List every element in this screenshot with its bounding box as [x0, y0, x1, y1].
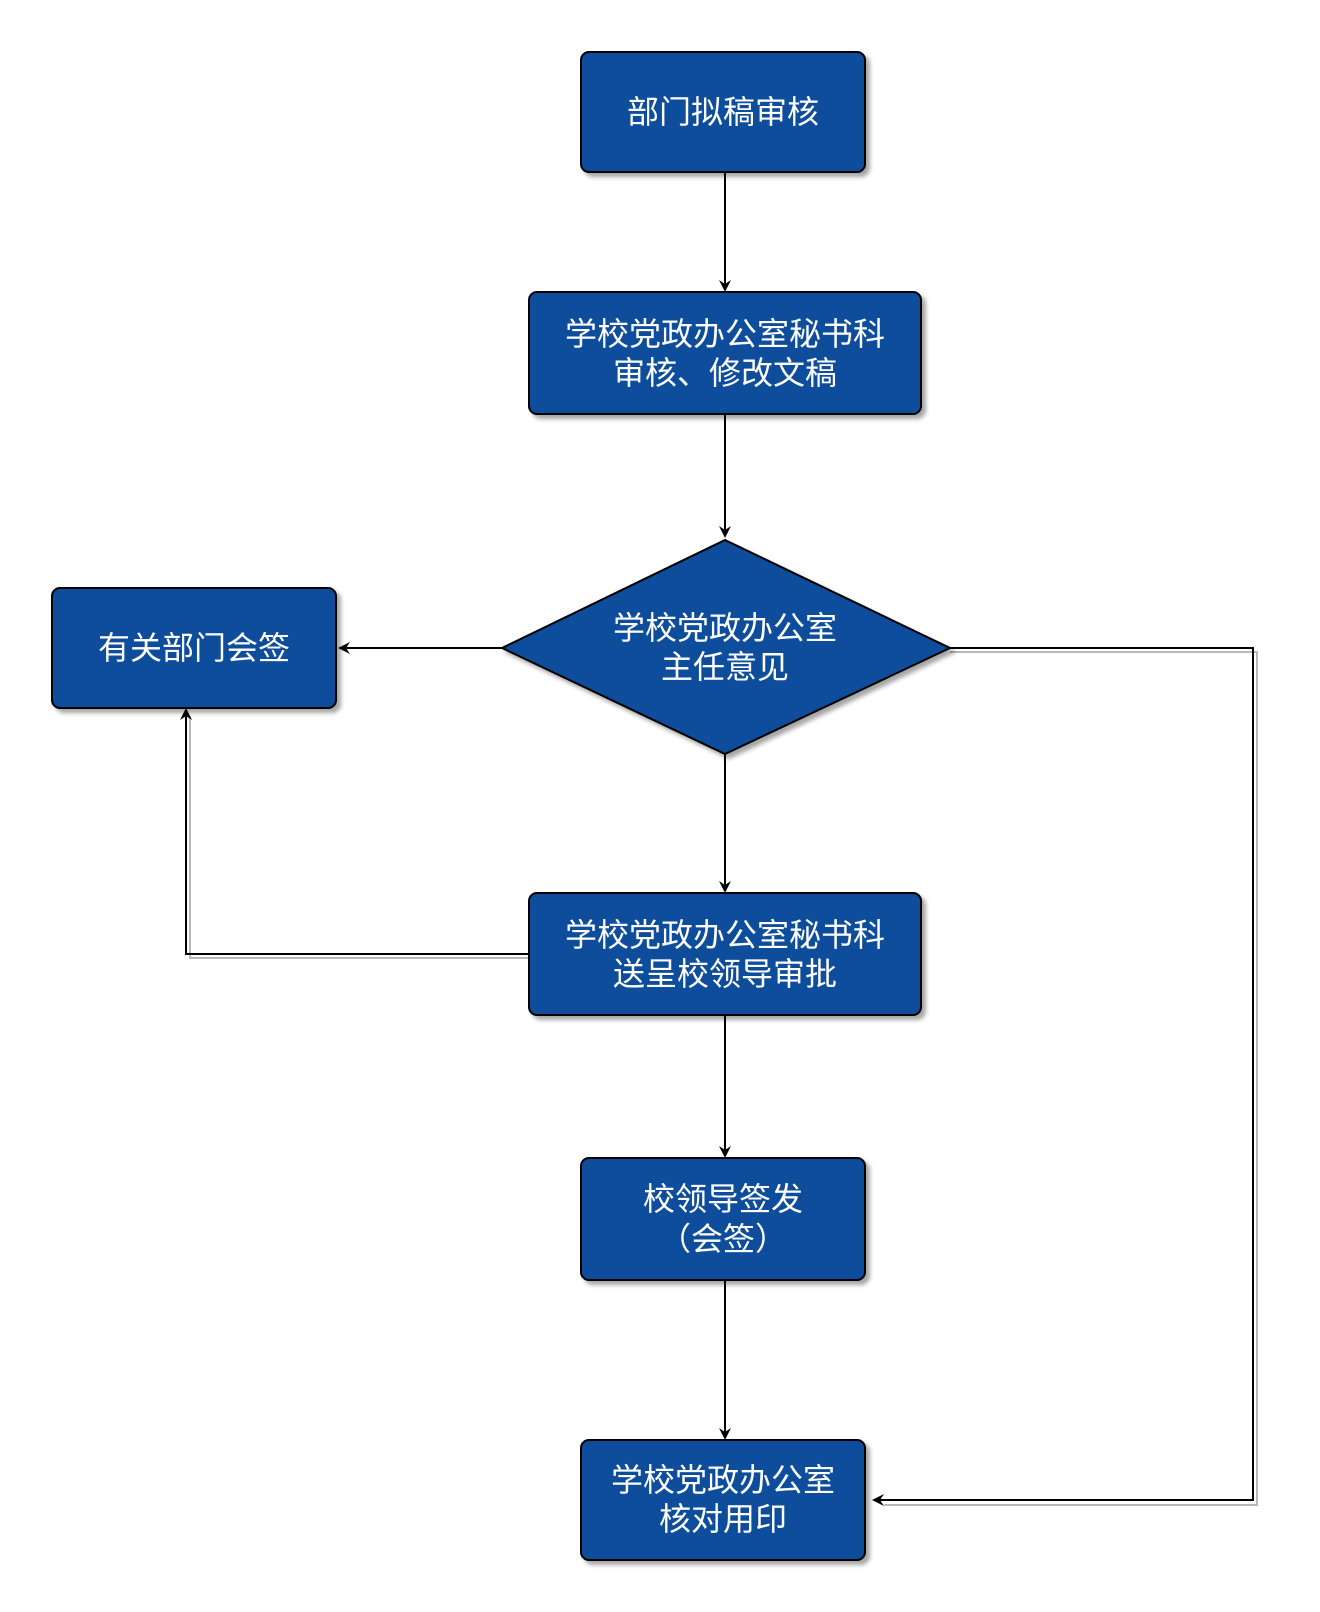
edge-director-to-seal-shadow	[884, 651, 1258, 1506]
node-draft-review: 部门拟稿审核	[580, 51, 866, 173]
node-label-line1: 学校党政办公室	[613, 609, 837, 647]
node-director-decision: 学校党政办公室 主任意见	[499, 538, 953, 756]
node-dept-countersign: 有关部门会签	[51, 587, 337, 709]
node-label-line1: 学校党政办公室秘书科	[565, 315, 885, 353]
process-box	[51, 587, 337, 709]
node-label-line2: 主任意见	[661, 648, 789, 686]
decision-diamond	[499, 538, 953, 756]
edges	[180, 172, 1258, 1506]
node-label-line1: 校领导签发	[643, 1180, 803, 1218]
node-label-line1: 学校党政办公室秘书科	[565, 916, 885, 954]
process-box	[528, 892, 922, 1016]
edge-director-to-seal	[872, 647, 1254, 1506]
process-box	[528, 291, 922, 415]
process-box	[580, 1157, 866, 1281]
node-secretary-review: 学校党政办公室秘书科 审核、修改文稿	[528, 291, 922, 415]
node-label-line2: 核对用印	[659, 1500, 787, 1538]
edge-submit-to-countersign	[180, 708, 529, 955]
process-box	[580, 51, 866, 173]
node-leader-sign: 校领导签发 （会签）	[580, 1157, 866, 1281]
node-label-line1: 学校党政办公室	[611, 1461, 835, 1499]
edge-submit-to-countersign-shadow	[189, 716, 529, 959]
process-box	[580, 1439, 866, 1561]
node-label: 有关部门会签	[98, 629, 290, 667]
node-verify-seal: 学校党政办公室 核对用印	[580, 1439, 866, 1561]
node-label-line2: 审核、修改文稿	[613, 354, 837, 392]
node-submit-leaders: 学校党政办公室秘书科 送呈校领导审批	[528, 892, 922, 1016]
node-label-line2: 送呈校领导审批	[613, 955, 837, 993]
node-label: 部门拟稿审核	[627, 93, 819, 131]
node-label-line2: （会签）	[659, 1220, 787, 1258]
